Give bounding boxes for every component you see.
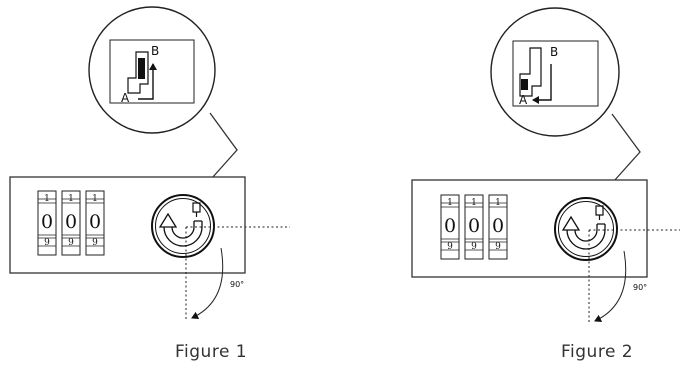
inset-label-a: A (519, 93, 528, 107)
combination-dial-3: 1 0 9 (85, 190, 105, 256)
combination-dial-2: 1 0 9 (61, 190, 81, 256)
dial-digit-top: 1 (495, 198, 501, 208)
dial-digit-current: 0 (65, 211, 77, 233)
keyhole-icon (595, 205, 604, 220)
rotary-knob (151, 194, 215, 258)
dial-digit-top: 1 (68, 194, 74, 204)
dial-digit-current: 0 (492, 215, 504, 237)
angle-label: 90° (230, 280, 244, 289)
figure-2-caption: Figure 2 (561, 342, 634, 362)
rotation-guide: 90° (185, 226, 290, 320)
dial-digit-bottom: 9 (471, 242, 477, 252)
figure-1: B A 1 0 9 1 0 9 (9, 6, 290, 320)
rotation-guide: 90° (588, 229, 680, 323)
dial-digit-top: 1 (92, 194, 98, 204)
keyhole-icon (192, 202, 201, 217)
dial-digit-bottom: 9 (92, 238, 98, 248)
combination-dial-1: 1 0 9 (37, 190, 57, 256)
dial-digit-top: 1 (471, 198, 477, 208)
direction-arrow (532, 64, 552, 104)
combination-dial-1: 1 0 9 (440, 194, 460, 260)
inset-label-b: B (151, 44, 159, 58)
callout-connector (611, 113, 641, 182)
dial-digit-bottom: 9 (447, 242, 453, 252)
dial-digit-bottom: 9 (495, 242, 501, 252)
inset-label-a: A (121, 91, 130, 105)
dial-digit-top: 1 (447, 198, 453, 208)
slider-knob (521, 79, 528, 90)
figure-2: B A 1 0 9 1 0 9 (411, 7, 680, 323)
inset-magnifier: B A (88, 6, 216, 134)
dial-digit-current: 0 (41, 211, 53, 233)
angle-label: 90° (633, 283, 647, 292)
dial-digit-current: 0 (89, 211, 101, 233)
dial-digit-current: 0 (444, 215, 456, 237)
direction-arrow (138, 63, 157, 100)
figure-1-caption: Figure 1 (175, 342, 248, 362)
dial-digit-top: 1 (44, 194, 50, 204)
combination-dial-2: 1 0 9 (464, 194, 484, 260)
rotary-knob (554, 197, 618, 261)
dial-digit-bottom: 9 (68, 238, 74, 248)
callout-connector (209, 112, 238, 179)
inset-magnifier: B A (490, 7, 620, 137)
inset-label-b: B (550, 45, 558, 59)
dial-digit-bottom: 9 (44, 238, 50, 248)
slider-knob (138, 58, 145, 79)
combination-dial-3: 1 0 9 (488, 194, 508, 260)
dial-digit-current: 0 (468, 215, 480, 237)
